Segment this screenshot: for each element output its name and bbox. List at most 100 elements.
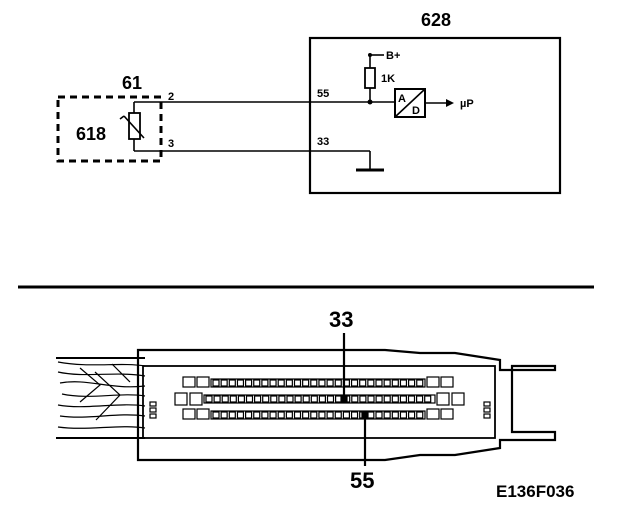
left-latch: [149, 401, 157, 419]
ecu-pin-33-label: 33: [317, 136, 329, 148]
pin-cavity: [261, 379, 269, 387]
pin-cavity: [318, 411, 326, 419]
pin-cavity: [221, 395, 229, 403]
pin-cavity: [212, 379, 220, 387]
pin-cavity: [236, 411, 245, 419]
pin-cavity: [326, 411, 334, 419]
pin-cavity: [367, 395, 375, 403]
pin-cavity: [285, 411, 293, 419]
pin-cavity: [245, 379, 253, 387]
pin-cavity: [310, 379, 318, 387]
pin-cavity: [383, 395, 391, 403]
pin-cavity: [367, 411, 375, 419]
pin-cavity: [399, 395, 407, 403]
pin-cavity: [310, 411, 318, 419]
pin-row-frame: [210, 378, 426, 388]
sensor-housing-dashed: [56, 95, 163, 163]
pin-3-label: 3: [168, 138, 174, 150]
pin-pad-large: [196, 376, 210, 388]
pin-pad-large: [440, 376, 454, 388]
pin-cavity: [302, 379, 310, 387]
pin-cavity: [399, 411, 408, 419]
pin-cavity: [351, 395, 359, 403]
pin-cavity: [359, 395, 367, 403]
wire-bundle: [57, 361, 146, 429]
pin-cavity: [350, 379, 359, 387]
pin-cavity: [391, 411, 399, 419]
pin-cavity: [391, 379, 399, 387]
ad-converter-bottom-letter: D: [412, 105, 420, 117]
pin-callout-33: 33: [329, 307, 353, 332]
pin-cavity: [228, 379, 236, 387]
pin-cavity: [326, 395, 335, 403]
pin-pad-large: [436, 392, 450, 406]
pin-cavity: [310, 395, 318, 403]
pin-cavity: [228, 411, 236, 419]
pin-cavity: [270, 395, 278, 403]
pin-cavity: [326, 379, 334, 387]
pin-cavity: [253, 411, 261, 419]
pin-cavity: [334, 379, 342, 387]
ecu-pin-55-label: 55: [317, 88, 329, 100]
pin-cavity: [261, 411, 269, 419]
pin-cavity: [269, 411, 277, 419]
figure-code: E136F036: [496, 482, 574, 501]
output-label: µP: [460, 98, 474, 110]
pin-cavity: [391, 395, 399, 403]
pin-cavity: [367, 379, 375, 387]
pin-pad-large: [196, 408, 210, 420]
pin-cavity: [359, 379, 367, 387]
pin-cavity: [220, 411, 228, 419]
pin-cavity: [318, 379, 326, 387]
pin-cavity: [399, 379, 408, 387]
pin-cavity: [277, 411, 285, 419]
pin-cavity: [424, 395, 432, 403]
pin-cavity: [375, 395, 383, 403]
pin-cavity: [286, 395, 294, 403]
thermistor-symbol: [128, 112, 141, 140]
connector-label: 61: [122, 73, 142, 93]
pin-cavity: [342, 411, 350, 419]
pin-pad-large: [451, 392, 465, 406]
pin-cavity: [277, 379, 285, 387]
pin-cavity: [212, 411, 220, 419]
junction-dot: [367, 99, 373, 105]
pin-cavity: [245, 395, 254, 403]
thermistor-arrow-tick: [119, 115, 125, 120]
ad-output-arrowhead: [446, 99, 454, 107]
pin-cavity: [213, 395, 221, 403]
pin-cavity: [302, 411, 310, 419]
pullup-resistor: [364, 67, 376, 89]
pin-2-label: 2: [168, 91, 174, 103]
pin-cavity: [383, 379, 391, 387]
pin-pad-large: [189, 392, 203, 406]
pin-cavity: [237, 395, 245, 403]
pin-cavity: [229, 395, 237, 403]
pin-cavity: [253, 379, 261, 387]
pin-cavity: [416, 379, 424, 387]
ad-converter-diagonal: [394, 88, 426, 118]
sensor-label: 618: [76, 124, 106, 144]
connector-housing: [136, 348, 557, 462]
pin-pad-large: [174, 392, 188, 406]
pin-cavity: [375, 379, 383, 387]
pin-pad-large: [426, 376, 440, 388]
pin-cavity: [278, 395, 286, 403]
pin-row-frame: [210, 410, 426, 420]
pin-cavity: [262, 395, 270, 403]
pin-cavity: [408, 379, 416, 387]
ecu-label: 628: [421, 10, 451, 30]
pin-pad-large: [182, 376, 196, 388]
ad-converter-top-letter: A: [398, 93, 406, 105]
thermistor-arrow-line: [123, 115, 145, 139]
right-latch: [483, 401, 491, 419]
pin-cavity: [383, 411, 391, 419]
pin-cavity: [318, 395, 326, 403]
pin-cavity: [375, 411, 383, 419]
connector-face: [142, 365, 496, 439]
pin-cavity: [408, 411, 416, 419]
pin-cavity: [350, 411, 359, 419]
pin-cavity: [293, 411, 302, 419]
pin-cavity: [245, 411, 253, 419]
